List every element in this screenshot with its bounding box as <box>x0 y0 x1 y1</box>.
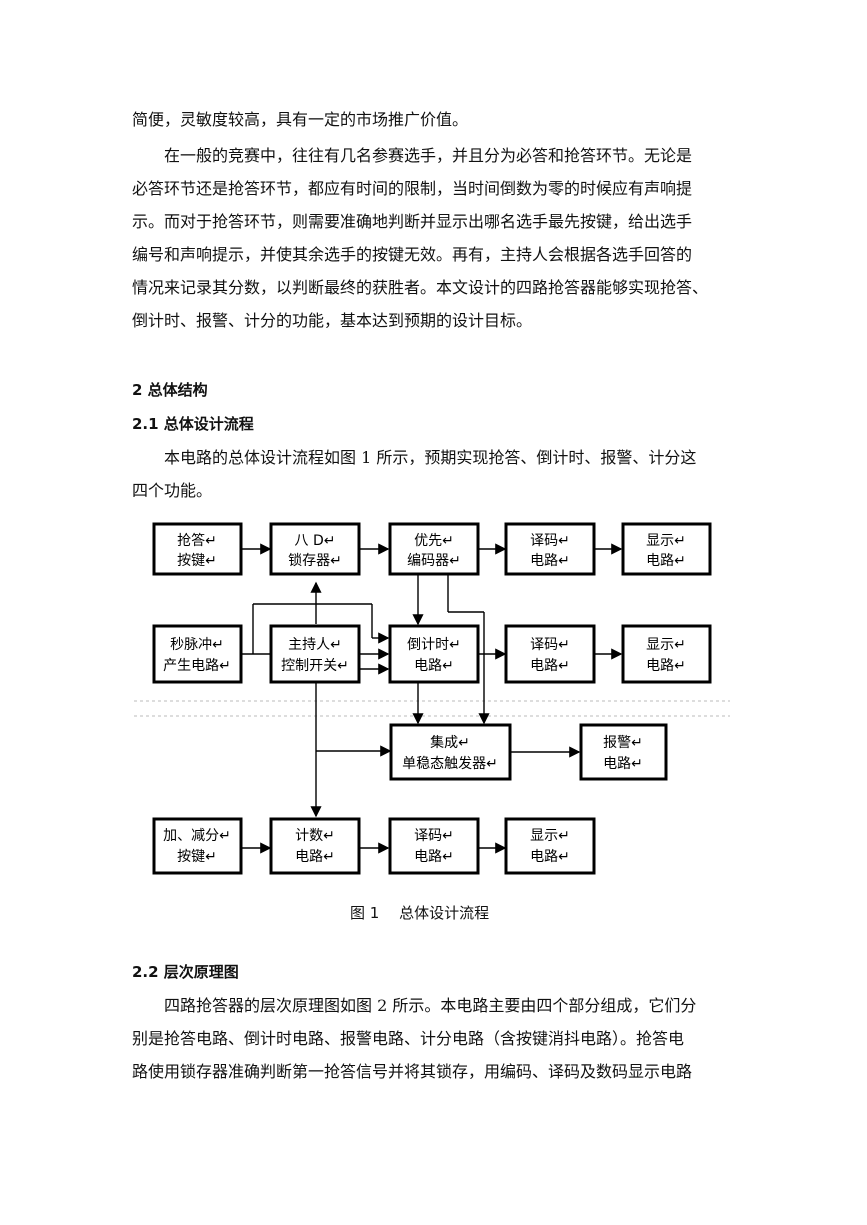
box-daojishi: 倒计时↵ 电路↵ <box>388 624 480 684</box>
svg-text:抢答↵: 抢答↵ <box>177 532 217 549</box>
svg-text:电路↵: 电路↵ <box>414 658 454 674</box>
box-jishu: 计数↵ 电路↵ <box>269 817 361 875</box>
box-jicheng-danwentai: 集成↵ 单稳态触发器↵ <box>389 723 512 781</box>
svg-text:编码器↵: 编码器↵ <box>407 553 461 569</box>
box-zhuchiren-kaiguan: 主持人↵ 控制开关↵ <box>269 624 361 684</box>
svg-text:优先↵: 优先↵ <box>414 533 454 549</box>
section-heading: 2 总体结构 <box>132 381 208 399</box>
box-baojing: 报警↵ 电路↵ <box>579 723 668 781</box>
figure-caption: 图 1 总体设计流程 <box>350 904 490 922</box>
svg-text:八 D↵: 八 D↵ <box>295 533 336 549</box>
box-yima-2: 译码↵ 电路↵ <box>504 624 596 684</box>
svg-text:集成↵: 集成↵ <box>430 734 470 751</box>
svg-text:电路↵: 电路↵ <box>530 658 570 674</box>
box-xianshi-3: 显示↵ 电路↵ <box>504 817 596 875</box>
svg-text:产生电路↵: 产生电路↵ <box>163 658 231 674</box>
svg-text:按键↵: 按键↵ <box>177 849 217 865</box>
svg-text:显示↵: 显示↵ <box>646 637 686 653</box>
svg-text:显示↵: 显示↵ <box>646 533 686 549</box>
box-qiangda-anjian: 抢答↵ 按键↵ <box>152 522 243 576</box>
paragraph-line: 四路抢答器的层次原理图如图 2 所示。本电路主要由四个部分组成，它们分 <box>164 996 697 1015</box>
connectors <box>241 543 623 854</box>
svg-text:译码↵: 译码↵ <box>530 533 570 549</box>
svg-text:按键↵: 按键↵ <box>177 553 217 569</box>
svg-text:报警↵: 报警↵ <box>603 735 643 751</box>
svg-text:秒脉冲↵: 秒脉冲↵ <box>170 637 224 653</box>
box-suocunqi: 八 D↵ 锁存器↵ <box>269 522 361 576</box>
box-youxian-bianmaqi: 优先↵ 编码器↵ <box>388 522 480 576</box>
svg-text:显示↵: 显示↵ <box>530 828 570 844</box>
svg-text:电路↵: 电路↵ <box>530 553 570 569</box>
svg-text:主持人↵: 主持人↵ <box>288 637 342 653</box>
paragraph-line: 四个功能。 <box>132 481 213 500</box>
section-heading: 2.2 层次原理图 <box>132 963 239 981</box>
paragraph-line: 路使用锁存器准确判断第一抢答信号并将其锁存，用编码、译码及数码显示电路 <box>132 1062 693 1081</box>
paragraph-line: 在一般的竞赛中，往往有几名参赛选手，并且分为必答和抢答环节。无论是 <box>164 146 693 165</box>
svg-text:计数↵: 计数↵ <box>295 828 335 844</box>
paragraph-line: 必答环节还是抢答环节，都应有时间的限制，当时间倒数为零的时候应有声响提 <box>132 179 693 198</box>
svg-text:加、减分↵: 加、减分↵ <box>163 828 231 844</box>
flow-diagram: 抢答↵ 按键↵ 八 D↵ 锁存器↵ 优先↵ 编码器↵ 译码↵ 电路↵ 显示↵ 电… <box>134 522 730 875</box>
svg-text:电路↵: 电路↵ <box>414 849 454 865</box>
svg-text:倒计时↵: 倒计时↵ <box>407 637 461 653</box>
svg-text:译码↵: 译码↵ <box>530 637 570 653</box>
svg-text:电路↵: 电路↵ <box>646 658 686 674</box>
box-yima-3: 译码↵ 电路↵ <box>388 817 480 875</box>
box-miaomaichong: 秒脉冲↵ 产生电路↵ <box>152 624 243 684</box>
paragraph-line: 编号和声响提示，并使其余选手的按键无效。再有，主持人会根据各选手回答的 <box>132 245 693 264</box>
box-xianshi-1: 显示↵ 电路↵ <box>621 522 712 576</box>
svg-text:电路↵: 电路↵ <box>646 553 686 569</box>
svg-text:锁存器↵: 锁存器↵ <box>288 553 342 569</box>
paragraph-line: 示。而对于抢答环节，则需要准确地判断并显示出哪名选手最先按键，给出选手 <box>132 212 693 231</box>
box-xianshi-2: 显示↵ 电路↵ <box>621 624 712 684</box>
box-jiajianfen-anjian: 加、减分↵ 按键↵ <box>152 817 243 875</box>
svg-text:单稳态触发器↵: 单稳态触发器↵ <box>402 756 498 772</box>
svg-text:译码↵: 译码↵ <box>414 828 454 844</box>
paragraph-line: 简便，灵敏度较高，具有一定的市场推广价值。 <box>132 110 469 129</box>
box-yima-1: 译码↵ 电路↵ <box>504 522 596 576</box>
paragraph-line: 情况来记录其分数，以判断最终的获胜者。本文设计的四路抢答器能够实现抢答、 <box>132 278 709 297</box>
svg-text:控制开关↵: 控制开关↵ <box>281 658 349 674</box>
paragraph-line: 本电路的总体设计流程如图 1 所示，预期实现抢答、倒计时、报警、计分这 <box>164 448 697 467</box>
svg-text:电路↵: 电路↵ <box>603 756 643 772</box>
paragraph-line: 倒计时、报警、计分的功能，基本达到预期的设计目标。 <box>132 311 533 330</box>
svg-text:电路↵: 电路↵ <box>295 849 335 865</box>
paragraph-line: 别是抢答电路、倒计时电路、报警电路、计分电路（含按键消抖电路）。抢答电 <box>132 1029 685 1048</box>
svg-text:电路↵: 电路↵ <box>530 849 570 865</box>
section-heading: 2.1 总体设计流程 <box>132 415 254 433</box>
